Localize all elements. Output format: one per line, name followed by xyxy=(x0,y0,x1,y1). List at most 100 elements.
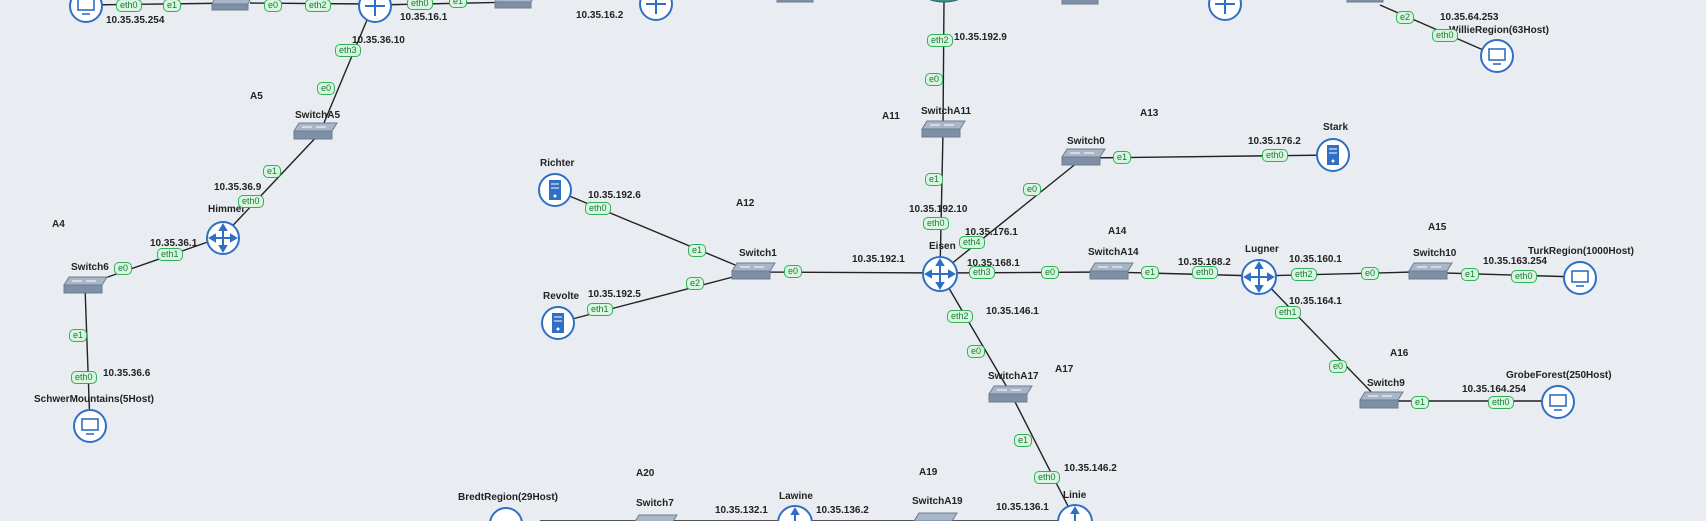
router-icon[interactable] xyxy=(1240,258,1278,301)
ip-label: 10.35.36.10 xyxy=(352,35,405,46)
area-label: A14 xyxy=(1108,226,1127,237)
ip-label: 10.35.192.9 xyxy=(954,32,1007,43)
ip-label: 10.35.168.2 xyxy=(1178,257,1231,268)
port-tag: eth4 xyxy=(959,236,985,249)
host-icon[interactable] xyxy=(72,408,108,449)
switch-icon[interactable] xyxy=(62,274,110,303)
ip-label: 10.35.176.2 xyxy=(1248,136,1301,147)
port-tag: eth0 xyxy=(1262,149,1288,162)
switch-icon[interactable] xyxy=(292,120,340,149)
port-tag: e1 xyxy=(263,165,282,178)
switch-icon[interactable] xyxy=(1088,260,1136,289)
switch-icon[interactable] xyxy=(912,509,960,521)
host-icon[interactable] xyxy=(68,0,104,29)
port-tag: eth2 xyxy=(1291,268,1317,281)
node-label-switchA17: SwitchA17 xyxy=(988,371,1039,382)
router-icon[interactable] xyxy=(638,0,674,27)
switch-icon[interactable] xyxy=(775,0,821,11)
node-label-schwer: SchwerMountains(5Host) xyxy=(34,394,155,405)
server-icon[interactable] xyxy=(537,172,573,213)
switch-icon[interactable] xyxy=(730,260,778,289)
node-label-revolte: Revolte xyxy=(543,291,580,302)
host-icon[interactable] xyxy=(1540,384,1576,425)
port-tag: e2 xyxy=(686,277,705,290)
node-label-lawine: Lawine xyxy=(779,491,813,502)
port-tag: e1 xyxy=(1411,396,1430,409)
area-label: A17 xyxy=(1055,364,1074,375)
port-tag: eth0 xyxy=(1034,471,1060,484)
port-tag: e0 xyxy=(114,262,133,275)
ip-label: 10.35.36.9 xyxy=(214,182,262,193)
ip-label: 10.35.160.1 xyxy=(1289,254,1342,265)
server-icon[interactable] xyxy=(540,305,576,346)
node-label-switch7: Switch7 xyxy=(636,498,674,509)
node-label-himmel: Himmel xyxy=(208,204,245,215)
ip-label: 10.35.192.5 xyxy=(588,289,641,300)
node-label-switch10: Switch10 xyxy=(1413,248,1457,259)
switch-icon[interactable] xyxy=(1060,0,1106,13)
ip-label: 10.35.168.1 xyxy=(967,258,1020,269)
node-label-eisen: Eisen xyxy=(929,241,956,252)
port-tag: eth1 xyxy=(157,248,183,261)
port-tag: eth1 xyxy=(587,303,613,316)
node-label-grobe: GrobeForest(250Host) xyxy=(1506,370,1612,381)
area-label: A11 xyxy=(882,111,900,122)
area-label: A19 xyxy=(919,467,938,478)
ip-label: 10.35.64.253 xyxy=(1440,12,1499,23)
port-tag: e1 xyxy=(1014,434,1033,447)
ip-label: 10.35.146.1 xyxy=(986,306,1039,317)
switch-icon[interactable] xyxy=(493,0,539,17)
port-tag: eth1 xyxy=(1275,306,1301,319)
switch-icon[interactable] xyxy=(920,118,968,147)
node-label-switchA11: SwitchA11 xyxy=(921,106,972,117)
port-tag: e0 xyxy=(784,265,803,278)
area-label: A20 xyxy=(636,468,655,479)
node-label-switch1: Switch1 xyxy=(739,248,777,259)
port-tag: e1 xyxy=(688,244,707,257)
router-icon[interactable] xyxy=(921,255,959,298)
port-tag: eth2 xyxy=(947,310,973,323)
switch-icon[interactable] xyxy=(987,383,1035,412)
port-tag: e0 xyxy=(1361,267,1380,280)
ip-label: 10.35.163.254 xyxy=(1483,256,1547,267)
router-icon[interactable] xyxy=(205,220,241,261)
area-label: A4 xyxy=(52,219,65,230)
host-icon[interactable] xyxy=(1562,260,1598,301)
area-label: A5 xyxy=(250,91,263,102)
switch-icon[interactable] xyxy=(1407,260,1455,289)
ip-label: 10.35.136.1 xyxy=(996,502,1049,513)
router-icon[interactable] xyxy=(357,0,393,29)
cloud-icon[interactable] xyxy=(920,0,968,11)
port-tag: eth2 xyxy=(305,0,331,12)
host-icon[interactable] xyxy=(488,506,524,521)
port-tag: e0 xyxy=(1329,360,1348,373)
router-icon[interactable] xyxy=(776,504,814,521)
ip-label: 10.35.176.1 xyxy=(965,227,1018,238)
switch-icon[interactable] xyxy=(210,0,256,19)
host-icon[interactable] xyxy=(1479,38,1515,79)
node-label-switchA14: SwitchA14 xyxy=(1088,247,1139,258)
port-tag: eth2 xyxy=(927,34,953,47)
area-label: A16 xyxy=(1390,348,1409,359)
port-tag: e0 xyxy=(967,345,986,358)
switch-icon[interactable] xyxy=(1345,0,1391,11)
node-label-bredt: BredtRegion(29Host) xyxy=(458,492,559,503)
switch-icon[interactable] xyxy=(1358,389,1406,418)
node-label-linie: Linie xyxy=(1063,490,1087,501)
router-icon[interactable] xyxy=(1207,0,1243,27)
ip-label: 10.35.36.6 xyxy=(103,368,151,379)
port-tag: eth0 xyxy=(585,202,611,215)
server-icon[interactable] xyxy=(1315,137,1351,178)
switch-icon[interactable] xyxy=(1060,146,1108,175)
switch-icon[interactable] xyxy=(632,510,680,521)
node-label-turk: TurkRegion(1000Host) xyxy=(1528,246,1634,257)
port-tag: eth0 xyxy=(1488,396,1514,409)
port-tag: eth0 xyxy=(923,217,949,230)
port-tag: eth3 xyxy=(335,44,361,57)
port-tag: e1 xyxy=(1461,268,1480,281)
node-label-switch9: Switch9 xyxy=(1367,378,1405,389)
port-tag: e1 xyxy=(1113,151,1132,164)
ip-label: 10.35.132.1 xyxy=(715,505,768,516)
router-icon[interactable] xyxy=(1056,503,1094,521)
